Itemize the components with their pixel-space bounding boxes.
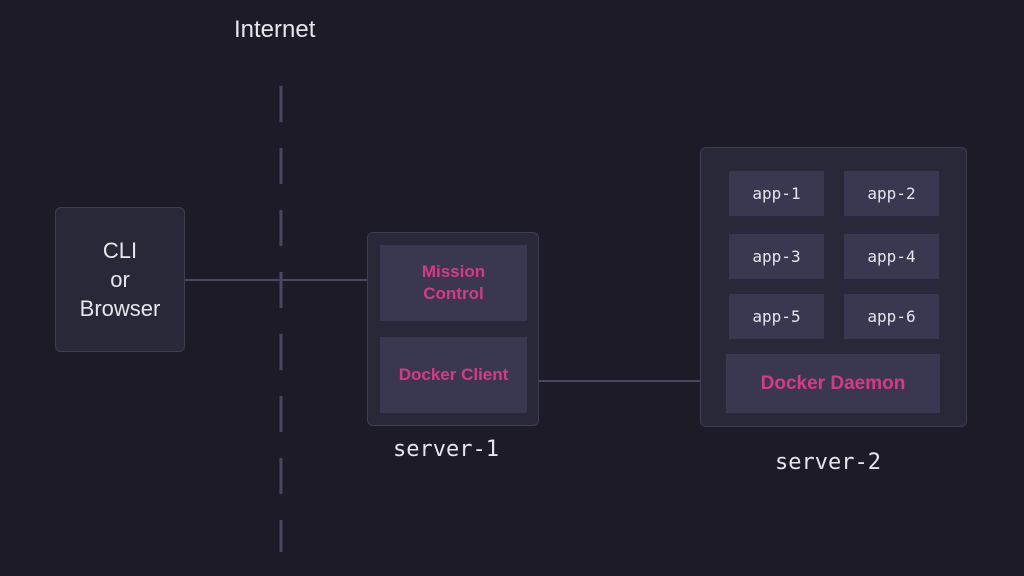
docker-daemon-node: Docker Daemon [726, 354, 940, 413]
client-label-line-1: CLI [102, 238, 138, 263]
client-label-line-2: or [110, 267, 130, 292]
server-2-label: server-2 [775, 450, 881, 475]
app-node: app-2 [844, 171, 939, 216]
docker-client-node: Docker Client [380, 337, 527, 413]
client-label-line-3: Browser [79, 296, 161, 321]
app-node: app-1 [729, 171, 824, 216]
app-node: app-5 [729, 294, 824, 339]
internet-label: Internet [234, 16, 316, 43]
app-node: app-6 [844, 294, 939, 339]
server-1-label: server-1 [393, 437, 499, 462]
app-node: app-3 [729, 234, 824, 279]
mission-control-node: Mission Control [380, 245, 527, 321]
app-node: app-4 [844, 234, 939, 279]
client-node: CLI or Browser [55, 207, 185, 352]
